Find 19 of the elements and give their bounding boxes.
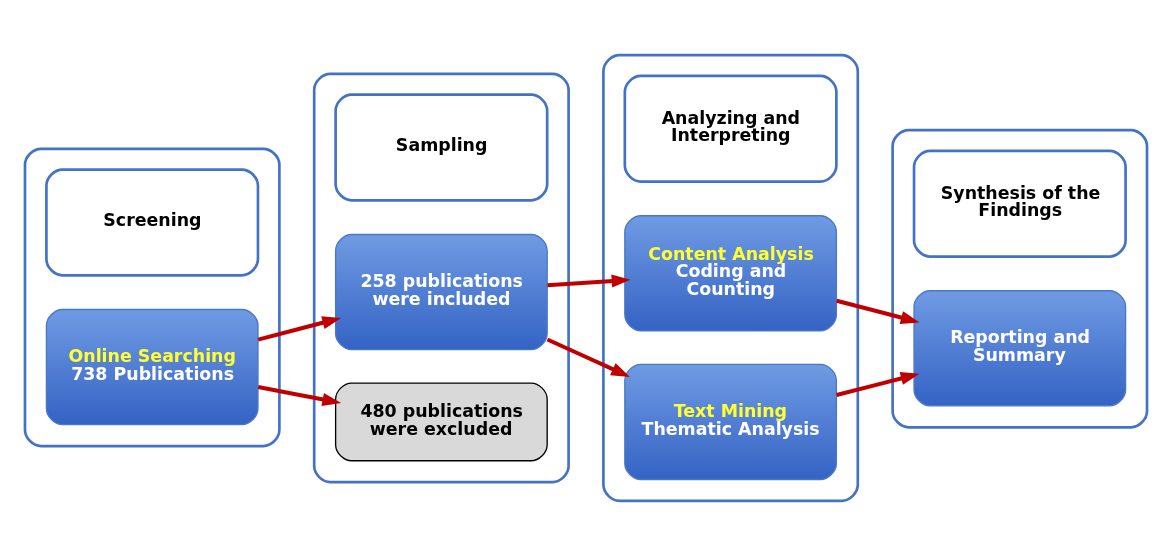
node-box: Content Analysis Coding and Counting — [624, 214, 838, 332]
node-box: Analyzing and Interpreting — [623, 73, 838, 183]
arrow — [546, 337, 630, 377]
node-box: Synthesis of the Findings — [912, 148, 1127, 258]
node-box: Online Searching 738 Publications — [45, 308, 259, 425]
node-box: Text Mining Thematic Analysis — [624, 363, 838, 480]
node-box: Sampling — [334, 92, 549, 202]
cluster — [23, 146, 281, 447]
node-box: Screening — [45, 167, 260, 277]
node-box: Reporting and Summary — [913, 289, 1127, 407]
arrow — [257, 384, 342, 406]
cluster — [891, 128, 1149, 429]
cluster — [602, 53, 860, 502]
node-box: 480 publications were excluded — [334, 381, 548, 461]
arrow — [257, 315, 342, 342]
arrow — [836, 298, 920, 324]
arrow — [836, 371, 920, 397]
node-box: 258 publications were included — [334, 233, 548, 350]
cluster — [312, 71, 570, 484]
